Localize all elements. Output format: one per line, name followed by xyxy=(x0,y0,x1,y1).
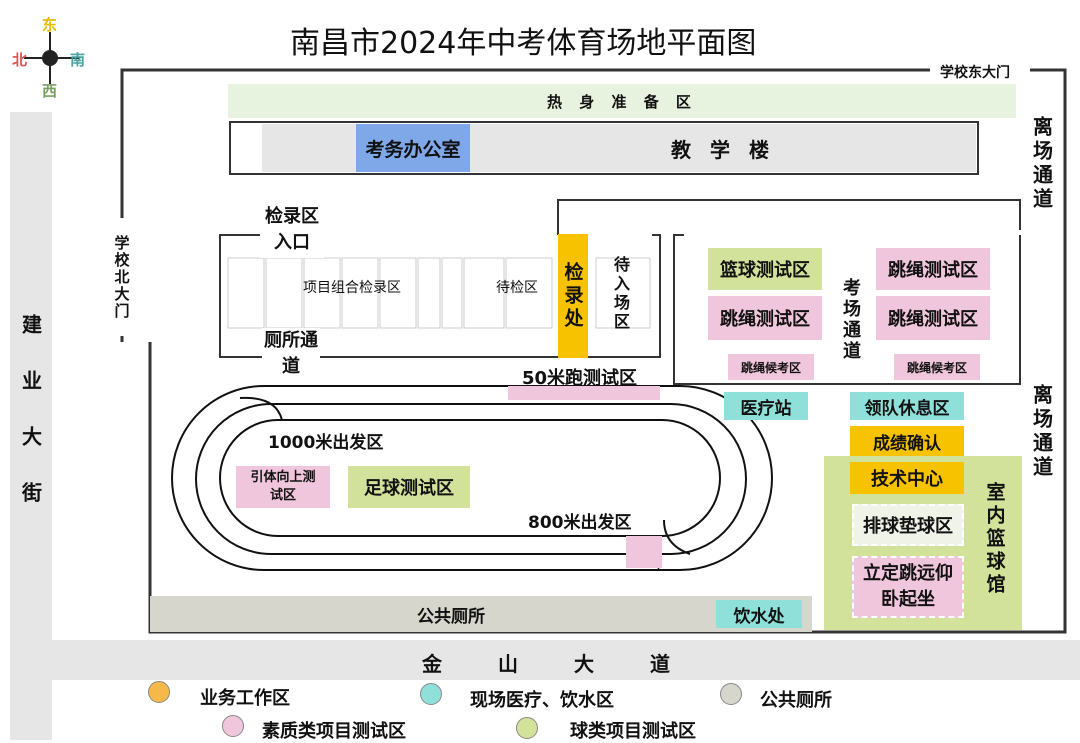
pullup-test-area: 引体向上测试区 xyxy=(236,466,330,508)
warmup-zone: 热 身 准 备 区 xyxy=(228,84,1016,118)
compass-south: 南 xyxy=(70,51,86,69)
volleyball-area: 排球垫球区 xyxy=(852,504,964,546)
teaching-building: 教 学 楼 xyxy=(470,124,976,172)
legend-label-ball: 球类项目测试区 xyxy=(570,721,696,742)
public-toilet-strip: 公共厕所 xyxy=(150,596,812,632)
water-station: 饮水处 xyxy=(716,600,802,628)
legend-dot-work xyxy=(148,681,170,703)
sprint-50m-label: 50米跑测试区 xyxy=(522,368,638,389)
score-confirm: 成绩确认 xyxy=(850,426,964,456)
teaching-building-west xyxy=(262,124,358,172)
gate-north: 学校北大门 xyxy=(110,218,134,336)
legend-dot-toilet xyxy=(720,683,742,705)
rope-wait-area-2: 跳绳候考区 xyxy=(894,354,980,380)
rope-test-area-3: 跳绳测试区 xyxy=(876,296,990,340)
road-bottom: 金山大道 xyxy=(52,640,1080,680)
tech-center: 技术中心 xyxy=(850,462,964,494)
team-rest-area: 领队休息区 xyxy=(850,392,964,420)
legend-dot-ball xyxy=(516,717,538,739)
compass-west: 西 xyxy=(42,82,58,100)
legend-label-medical: 现场医疗、饮水区 xyxy=(470,690,614,711)
compass: 东 北 南 西 xyxy=(12,14,92,100)
toilet-passage: 厕所通道 xyxy=(262,328,320,380)
start-800m-zone xyxy=(626,536,662,568)
legend-dot-medical xyxy=(420,683,442,705)
football-test-area: 足球测试区 xyxy=(348,466,470,508)
road-left: 建业大街 xyxy=(10,112,52,740)
legend-label-toilet: 公共厕所 xyxy=(760,690,832,711)
compass-north: 北 xyxy=(12,51,28,69)
sprint-50m-zone xyxy=(508,386,660,400)
exit-passage-bottom: 离场通道 xyxy=(1026,374,1058,490)
waiting-entry-area: 待入场区 xyxy=(611,256,630,332)
road-bottom-label: 金山大道 xyxy=(422,652,726,676)
rope-wait-area-1: 跳绳候考区 xyxy=(728,354,814,380)
checkin-entrance: 检录区入口 xyxy=(260,202,324,258)
exit-passage-top: 离场通道 xyxy=(1026,106,1058,222)
basketball-test-area: 篮球测试区 xyxy=(708,248,822,290)
compass-east: 东 xyxy=(42,16,58,34)
rope-test-area-1: 跳绳测试区 xyxy=(708,296,822,340)
check-station: 检录处 xyxy=(558,234,588,358)
public-toilet-label: 公共厕所 xyxy=(417,606,485,627)
gate-east: 学校东大门 xyxy=(940,62,1010,82)
waiting-check-area: 待检区 xyxy=(496,280,538,296)
compass-cross-icon xyxy=(24,32,80,84)
legend-label-fitness: 素质类项目测试区 xyxy=(262,721,406,742)
map-title: 南昌市2024年中考体育场地平面图 xyxy=(290,26,757,61)
rope-test-area-2: 跳绳测试区 xyxy=(876,248,990,290)
combo-checkin-area: 项目组合检录区 xyxy=(303,280,401,296)
start-1000m: 1000米出发区 xyxy=(268,433,384,453)
indoor-basketball-label: 室内篮球馆 xyxy=(983,481,1006,597)
legend-dot-fitness xyxy=(222,715,244,737)
start-800m: 800米出发区 xyxy=(528,513,632,533)
long-jump-situp-area: 立定跳远仰卧起坐 xyxy=(852,556,964,618)
medical-station: 医疗站 xyxy=(724,392,808,420)
exam-office: 考务办公室 xyxy=(356,124,470,172)
legend-label-work: 业务工作区 xyxy=(200,688,290,709)
exam-passage: 考场通道 xyxy=(840,278,861,362)
